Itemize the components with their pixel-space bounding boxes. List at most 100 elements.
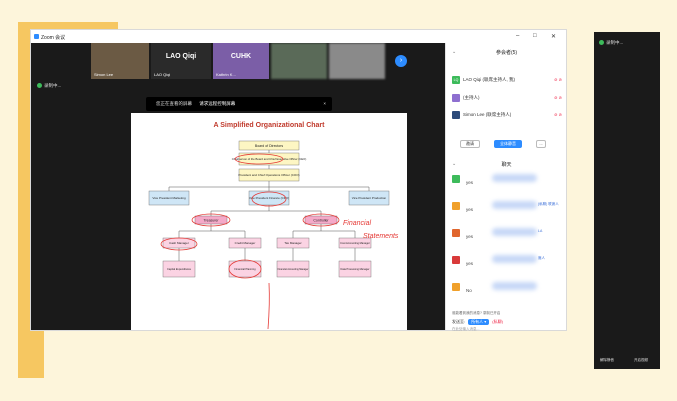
box-ceo-label: Chairperson of the Board and Chief Execu… [232,157,307,161]
chat-message: No [452,279,564,301]
avatar: LQ [452,76,460,84]
blurred-sender [492,255,537,263]
annotation-marks [160,153,340,330]
minimize-button[interactable]: – [516,33,520,39]
box-cash-manager-label: Cash Manager [169,241,189,245]
recording-label: 录制中... [606,40,624,45]
chat-message: yes (私聊) 联席人 [452,198,564,220]
shared-slide: A Simplified Organizational Chart Board … [131,113,407,330]
participant-name: Simon Lee (联席主持人) [463,112,512,117]
request-control-button[interactable]: 请求远程控制屏幕 [199,101,236,106]
box-president-label: President and Chief Operations Officer (… [238,173,299,177]
chat-text: yes [466,207,474,212]
box-credit-manager [228,237,262,249]
mic-muted-icon[interactable]: ⊘ ⊘ [554,95,562,100]
close-icon[interactable]: × [323,101,326,106]
box-cost-accounting [338,237,372,249]
chat-title: 聊天 [501,162,512,168]
box-financial-accounting [276,260,310,278]
recording-icon [599,40,604,45]
avatar [452,256,460,264]
box-vp-production-label: Vice President Production [352,196,387,200]
chat-recipient-bar: 发送至:所有人 ▾(私聊) [452,319,503,325]
recording-icon [37,83,42,88]
box-vp-marketing-label: Vice President Marketing [152,196,186,200]
chat-dm-label: (私聊) 联席人 [538,202,559,206]
box-tax-manager [276,237,310,249]
video-thumb-name: LAO Qiqi [154,72,171,77]
box-capital-exp [162,260,196,278]
participants-title: 参会者(5) [495,50,518,56]
box-vp-production [348,190,390,206]
box-financial-planning-label: Financial Planning [234,267,256,271]
mini-meeting-window: 录制中... 解除静音 开启视频 [594,32,660,369]
avatar [452,283,460,291]
unmute-button[interactable]: 解除静音 [600,358,614,362]
viewing-share-bar: 您正在查看的屏幕 请求远程控制屏幕 × [146,97,332,111]
box-president [238,168,300,182]
box-tax-manager-label: Tax Manager [284,241,301,245]
video-thumb-label: LAO Qiqi [165,53,197,60]
box-treasurer-label: Treasurer [203,219,219,223]
slide-title: A Simplified Organizational Chart [214,122,326,129]
chart-boxes: Board of Directors Chairperson of the Bo… [148,140,390,278]
blurred-sender [492,201,537,209]
recording-indicator: 录制中... [37,83,61,89]
participant-row[interactable]: (主持人) ⊘ ⊘ [452,94,564,104]
box-data-processing-label: Data Processing Manager [341,268,370,271]
video-thumb-name: Simon Lee [94,72,114,77]
chat-input[interactable]: 在此处输入消息... [452,327,480,331]
blurred-sender [492,228,537,236]
box-vp-finance [248,190,290,206]
participant-row[interactable]: Simon Lee (联席主持人) ⊘ ⊘ [452,111,564,121]
video-thumb-label: CUHK [230,53,252,60]
chat-message: yes [452,171,564,193]
chat-dm-label: 席人 [538,256,545,260]
video-thumb-2[interactable]: LAO Qiqi LAO Qiqi [151,43,211,79]
avatar [452,111,460,119]
chat-text: yes [466,234,474,239]
participant-name: (主持人) [463,95,480,100]
share-stage: Simon Lee LAO Qiqi LAO Qiqi CUHK Kathrin… [31,43,445,330]
video-thumb-5[interactable] [329,43,385,79]
avatar [452,202,460,210]
annotation-statements: Statements [363,233,399,240]
chat-text: No [466,288,472,293]
mute-all-button[interactable]: 全体静音 [494,140,522,148]
participant-row[interactable]: LQ LAO Qiqi (联席主持人, 我) ⊘ ⊘ [452,76,564,86]
chat-text: yes [466,180,474,185]
next-videos-button[interactable]: › [395,55,407,67]
avatar [452,94,460,102]
box-controller [304,215,338,225]
maximize-button[interactable]: □ [533,33,537,39]
start-video-button[interactable]: 开启视频 [634,358,648,362]
recording-label: 录制中... [44,83,62,88]
close-button[interactable]: ✕ [551,34,557,40]
box-capital-exp-label: Capital Expenditures [167,267,192,271]
mic-muted-icon[interactable]: ⊘ ⊘ [554,77,562,82]
mic-muted-icon[interactable]: ⊘ ⊘ [554,112,562,117]
window-title: Zoom 会议 [41,35,66,41]
box-cost-accounting-label: Cost Accounting Manager [340,241,370,245]
participant-name: LAO Qiqi (联席主持人, 我) [463,77,516,82]
collapse-chevron-icon[interactable]: ⌄ [452,161,457,167]
avatar [452,229,460,237]
box-vp-marketing [148,190,190,206]
box-treasurer [194,215,228,225]
video-thumb-3[interactable]: CUHK Kathrin K... [213,43,269,79]
chat-message: yes 席人 [452,252,564,274]
video-thumb-name: Kathrin K... [216,72,236,77]
annotation-financial: Financial [343,220,371,227]
invite-button[interactable]: 邀请 [460,140,480,148]
video-thumb-1[interactable]: Simon Lee [91,43,149,79]
collapse-chevron-icon[interactable]: ⌄ [452,49,457,55]
video-thumb-4[interactable] [271,43,327,79]
chat-visibility-hint[interactable]: 谁能看到我的消息? 录制已开启 [452,311,501,315]
blurred-sender [492,174,537,182]
private-chat-label: (私聊) [492,319,503,324]
recipient-select[interactable]: 所有人 ▾ [468,319,490,325]
send-to-label: 发送至: [452,319,466,324]
box-board [238,140,300,151]
box-ceo [238,152,300,166]
more-button[interactable]: ... [536,140,546,148]
